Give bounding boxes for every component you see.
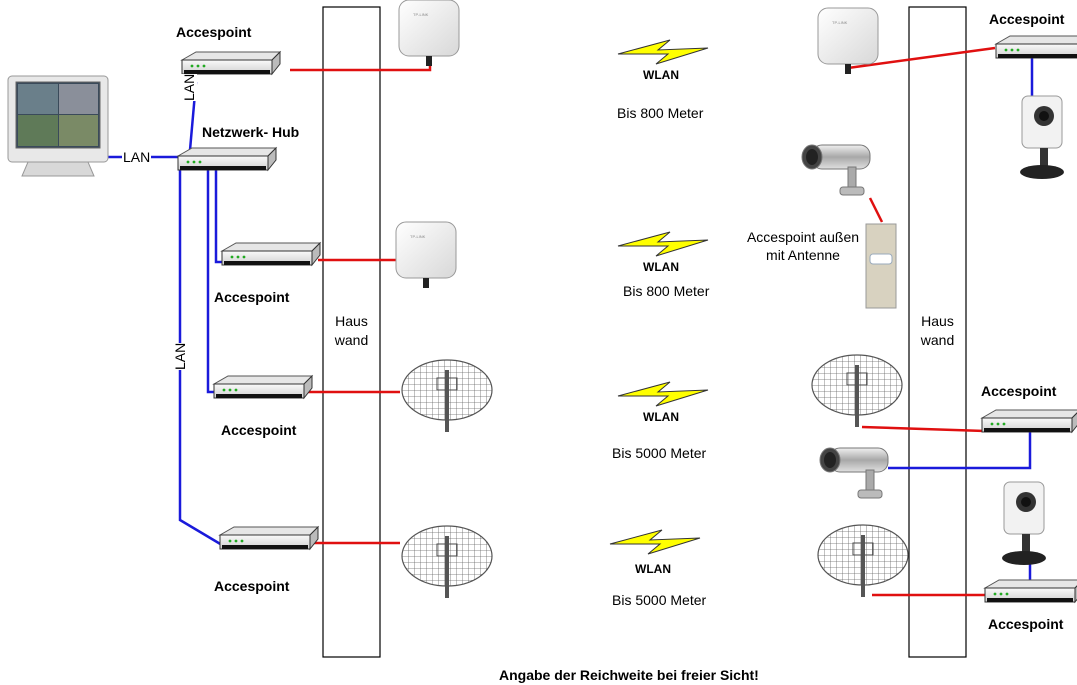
bullet-camera-1-icon (801, 144, 871, 196)
wlan-label-3: WLAN (643, 410, 679, 424)
access-point-left-2-icon (221, 242, 321, 266)
cube-camera-1-icon (1019, 95, 1065, 180)
house-wall-left (322, 6, 381, 658)
wlan-bolt-2-icon (617, 231, 709, 257)
range-label-1: Bis 800 Meter (617, 105, 704, 121)
monitor-icon (7, 75, 109, 177)
lan-label-monitor: LAN (122, 149, 152, 165)
wall-label-left-2: wand (334, 332, 369, 348)
bullet-camera-2-icon (819, 447, 889, 499)
range-label-2: Bis 800 Meter (623, 283, 710, 299)
panel-antenna-left-2-icon (395, 221, 457, 289)
wlan-label-4: WLAN (635, 562, 671, 576)
access-point-label: Accespoint (989, 11, 1065, 27)
access-point-top-right-icon (995, 35, 1077, 59)
grid-antenna-left-4-icon (401, 525, 493, 599)
access-point-label: Accespoint (214, 578, 290, 594)
hub-label: Netzwerk- Hub (202, 124, 300, 140)
grid-antenna-right-3-icon (811, 354, 903, 428)
access-point-label: Accespoint (214, 289, 290, 305)
access-point-left-4-icon (219, 526, 319, 550)
cube-camera-2-icon (1001, 481, 1047, 566)
access-point-right-4-icon (984, 579, 1077, 603)
grid-antenna-left-3-icon (401, 359, 493, 433)
wireless-cables (290, 46, 996, 597)
panel-antenna-left-1-icon (398, 0, 460, 67)
access-point-label: Accespoint (221, 422, 297, 438)
network-hub-icon (177, 147, 277, 171)
grid-antenna-right-4-icon (817, 524, 909, 598)
range-label-3: Bis 5000 Meter (612, 445, 707, 461)
wall-label-left-1: Haus (335, 313, 368, 329)
outdoor-ap-label-2: mit Antenne (766, 247, 840, 263)
access-point-label: Accespoint (176, 24, 252, 40)
access-point-label: Accespoint (988, 616, 1064, 632)
footer-note: Angabe der Reichweite bei freier Sicht! (499, 667, 759, 683)
wlan-label-2: WLAN (643, 260, 679, 274)
access-point-top-left-icon (181, 51, 281, 75)
house-wall-right (908, 6, 967, 658)
lan-label-vertical-top: LAN (181, 73, 197, 101)
outdoor-access-point-icon (865, 223, 897, 309)
wlan-bolt-3-icon (617, 381, 709, 407)
outdoor-ap-label-1: Accespoint außen (746, 229, 860, 245)
wlan-label-1: WLAN (643, 68, 679, 82)
access-point-left-3-icon (213, 375, 313, 399)
access-point-right-3-icon (981, 409, 1077, 433)
access-point-label: Accespoint (981, 383, 1057, 399)
wall-label-right-1: Haus (921, 313, 954, 329)
lan-label-vertical-mid: LAN (172, 342, 188, 370)
range-label-4: Bis 5000 Meter (612, 592, 707, 608)
panel-antenna-right-1-icon (817, 7, 879, 75)
wlan-bolt-4-icon (609, 529, 701, 555)
wlan-bolt-1-icon (617, 39, 709, 65)
wall-label-right-2: wand (920, 332, 955, 348)
